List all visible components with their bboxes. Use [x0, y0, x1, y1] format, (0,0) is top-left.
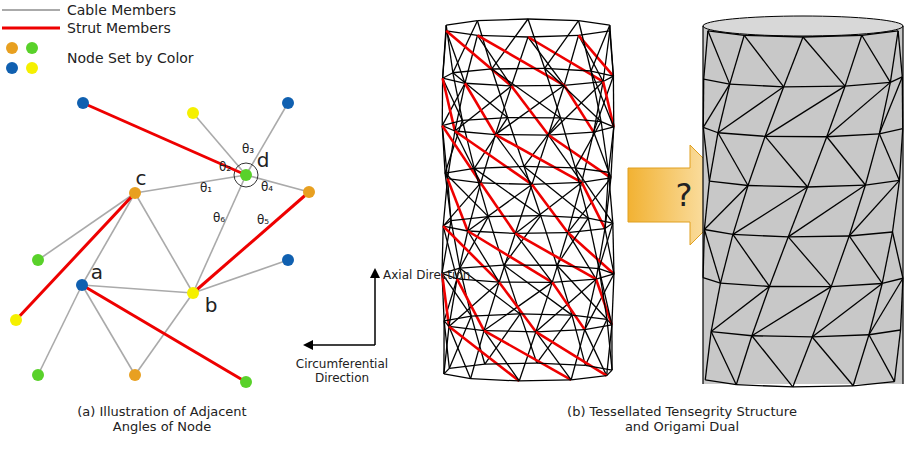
angle-label: θ₆: [213, 212, 225, 226]
angle-label: θ₃: [242, 143, 254, 157]
legend-text: Strut Members: [67, 20, 171, 36]
angle-label: θ₂: [219, 161, 231, 175]
angle-label: θ₁: [200, 182, 212, 196]
legend-text: Cable Members: [67, 2, 176, 18]
node-illustration: [38, 103, 309, 375]
node-letter: d: [257, 149, 270, 172]
legend-text: Node Set by Color: [67, 50, 194, 66]
strut-members: [16, 103, 309, 382]
tensegrity-mesh: [442, 19, 614, 381]
panel-caption: (b) Tessellated Tensegrity Structure and…: [562, 405, 802, 435]
node-letter: b: [205, 294, 218, 317]
legend-samples: [2, 10, 60, 74]
node-dots: [10, 97, 315, 388]
axis-label: Axial Direction: [383, 269, 470, 283]
node-letter: c: [136, 167, 147, 190]
panel-caption: (a) Illustration of Adjacent Angles of N…: [57, 405, 267, 435]
axis-label: Circumferential Direction: [287, 358, 397, 386]
question-mark: ?: [676, 177, 693, 214]
direction-axes: [305, 270, 375, 345]
angle-label: θ₅: [257, 214, 269, 228]
node-letter: a: [91, 261, 103, 284]
origami-mesh: [703, 16, 903, 387]
angle-label: θ₄: [261, 181, 273, 195]
